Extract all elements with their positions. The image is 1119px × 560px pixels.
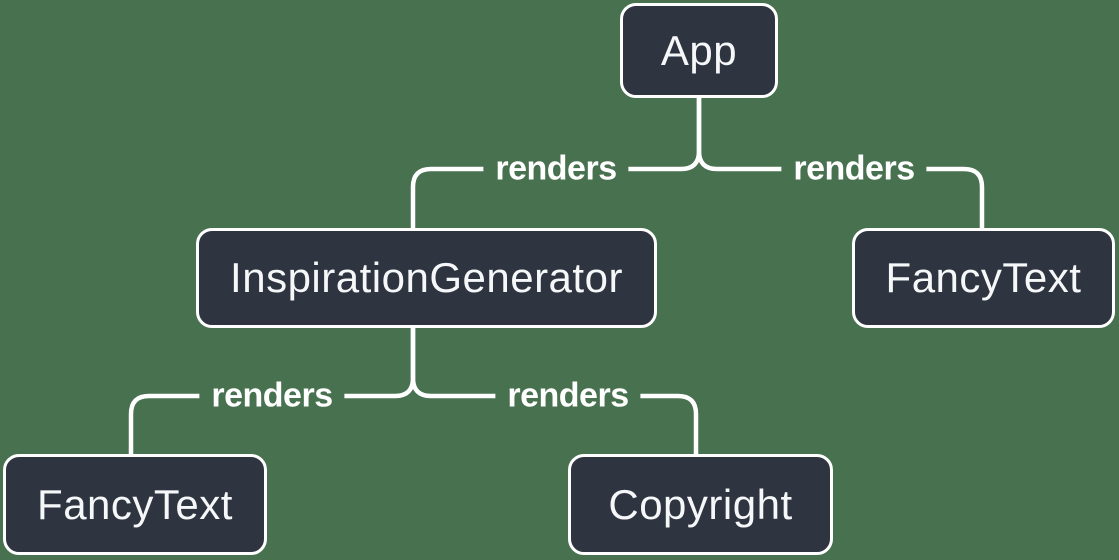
node-fancy-text-right-label: FancyText <box>885 254 1082 301</box>
node-inspiration-generator: InspirationGenerator <box>196 228 657 328</box>
node-inspiration-generator-label: InspirationGenerator <box>230 254 623 301</box>
node-app-label: App <box>660 26 738 74</box>
edge-label-renders-app-inspiration: renders <box>483 149 629 188</box>
node-fancy-text-left: FancyText <box>3 454 267 555</box>
edge-label-renders-inspiration-copyright: renders <box>495 376 641 415</box>
node-fancy-text-left-label: FancyText <box>37 480 233 528</box>
edge-label-renders-inspiration-fancytext: renders <box>199 376 345 415</box>
node-fancy-text-right: FancyText <box>852 228 1115 328</box>
node-copyright-label: Copyright <box>608 480 793 528</box>
edge-label-renders-app-fancytext: renders <box>781 149 927 188</box>
node-copyright: Copyright <box>568 454 833 555</box>
node-app: App <box>620 3 778 98</box>
